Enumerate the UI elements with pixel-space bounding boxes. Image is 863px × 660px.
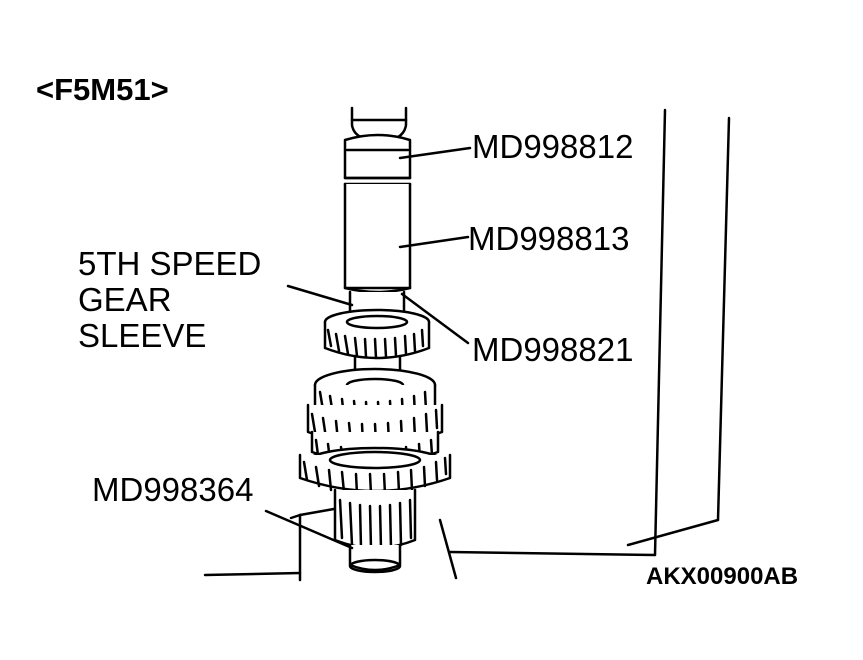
fifth-speed-gear <box>323 308 431 360</box>
callout-md998364: MD998364 <box>92 471 254 508</box>
lower-shaft-gear <box>333 488 417 574</box>
housing-frame <box>203 108 731 582</box>
variant-label: <F5M51> <box>36 72 169 107</box>
gear-cluster <box>298 367 452 496</box>
figure-code: AKX00900AB <box>646 563 799 590</box>
tool-md998813-body <box>343 182 412 294</box>
sleeve-label-line-2: GEAR <box>78 281 172 318</box>
callout-5th-speed-gear-sleeve: 5TH SPEED GEAR SLEEVE <box>78 246 261 354</box>
callout-md998821: MD998821 <box>472 331 634 368</box>
callout-md998813: MD998813 <box>468 220 630 257</box>
sleeve-label-line-1: 5TH SPEED <box>78 245 262 282</box>
sleeve-label-line-3: SLEEVE <box>78 317 207 354</box>
callout-md998812: MD998812 <box>472 128 634 165</box>
callout-leaders <box>264 146 472 550</box>
tool-md998812-body <box>343 133 412 186</box>
